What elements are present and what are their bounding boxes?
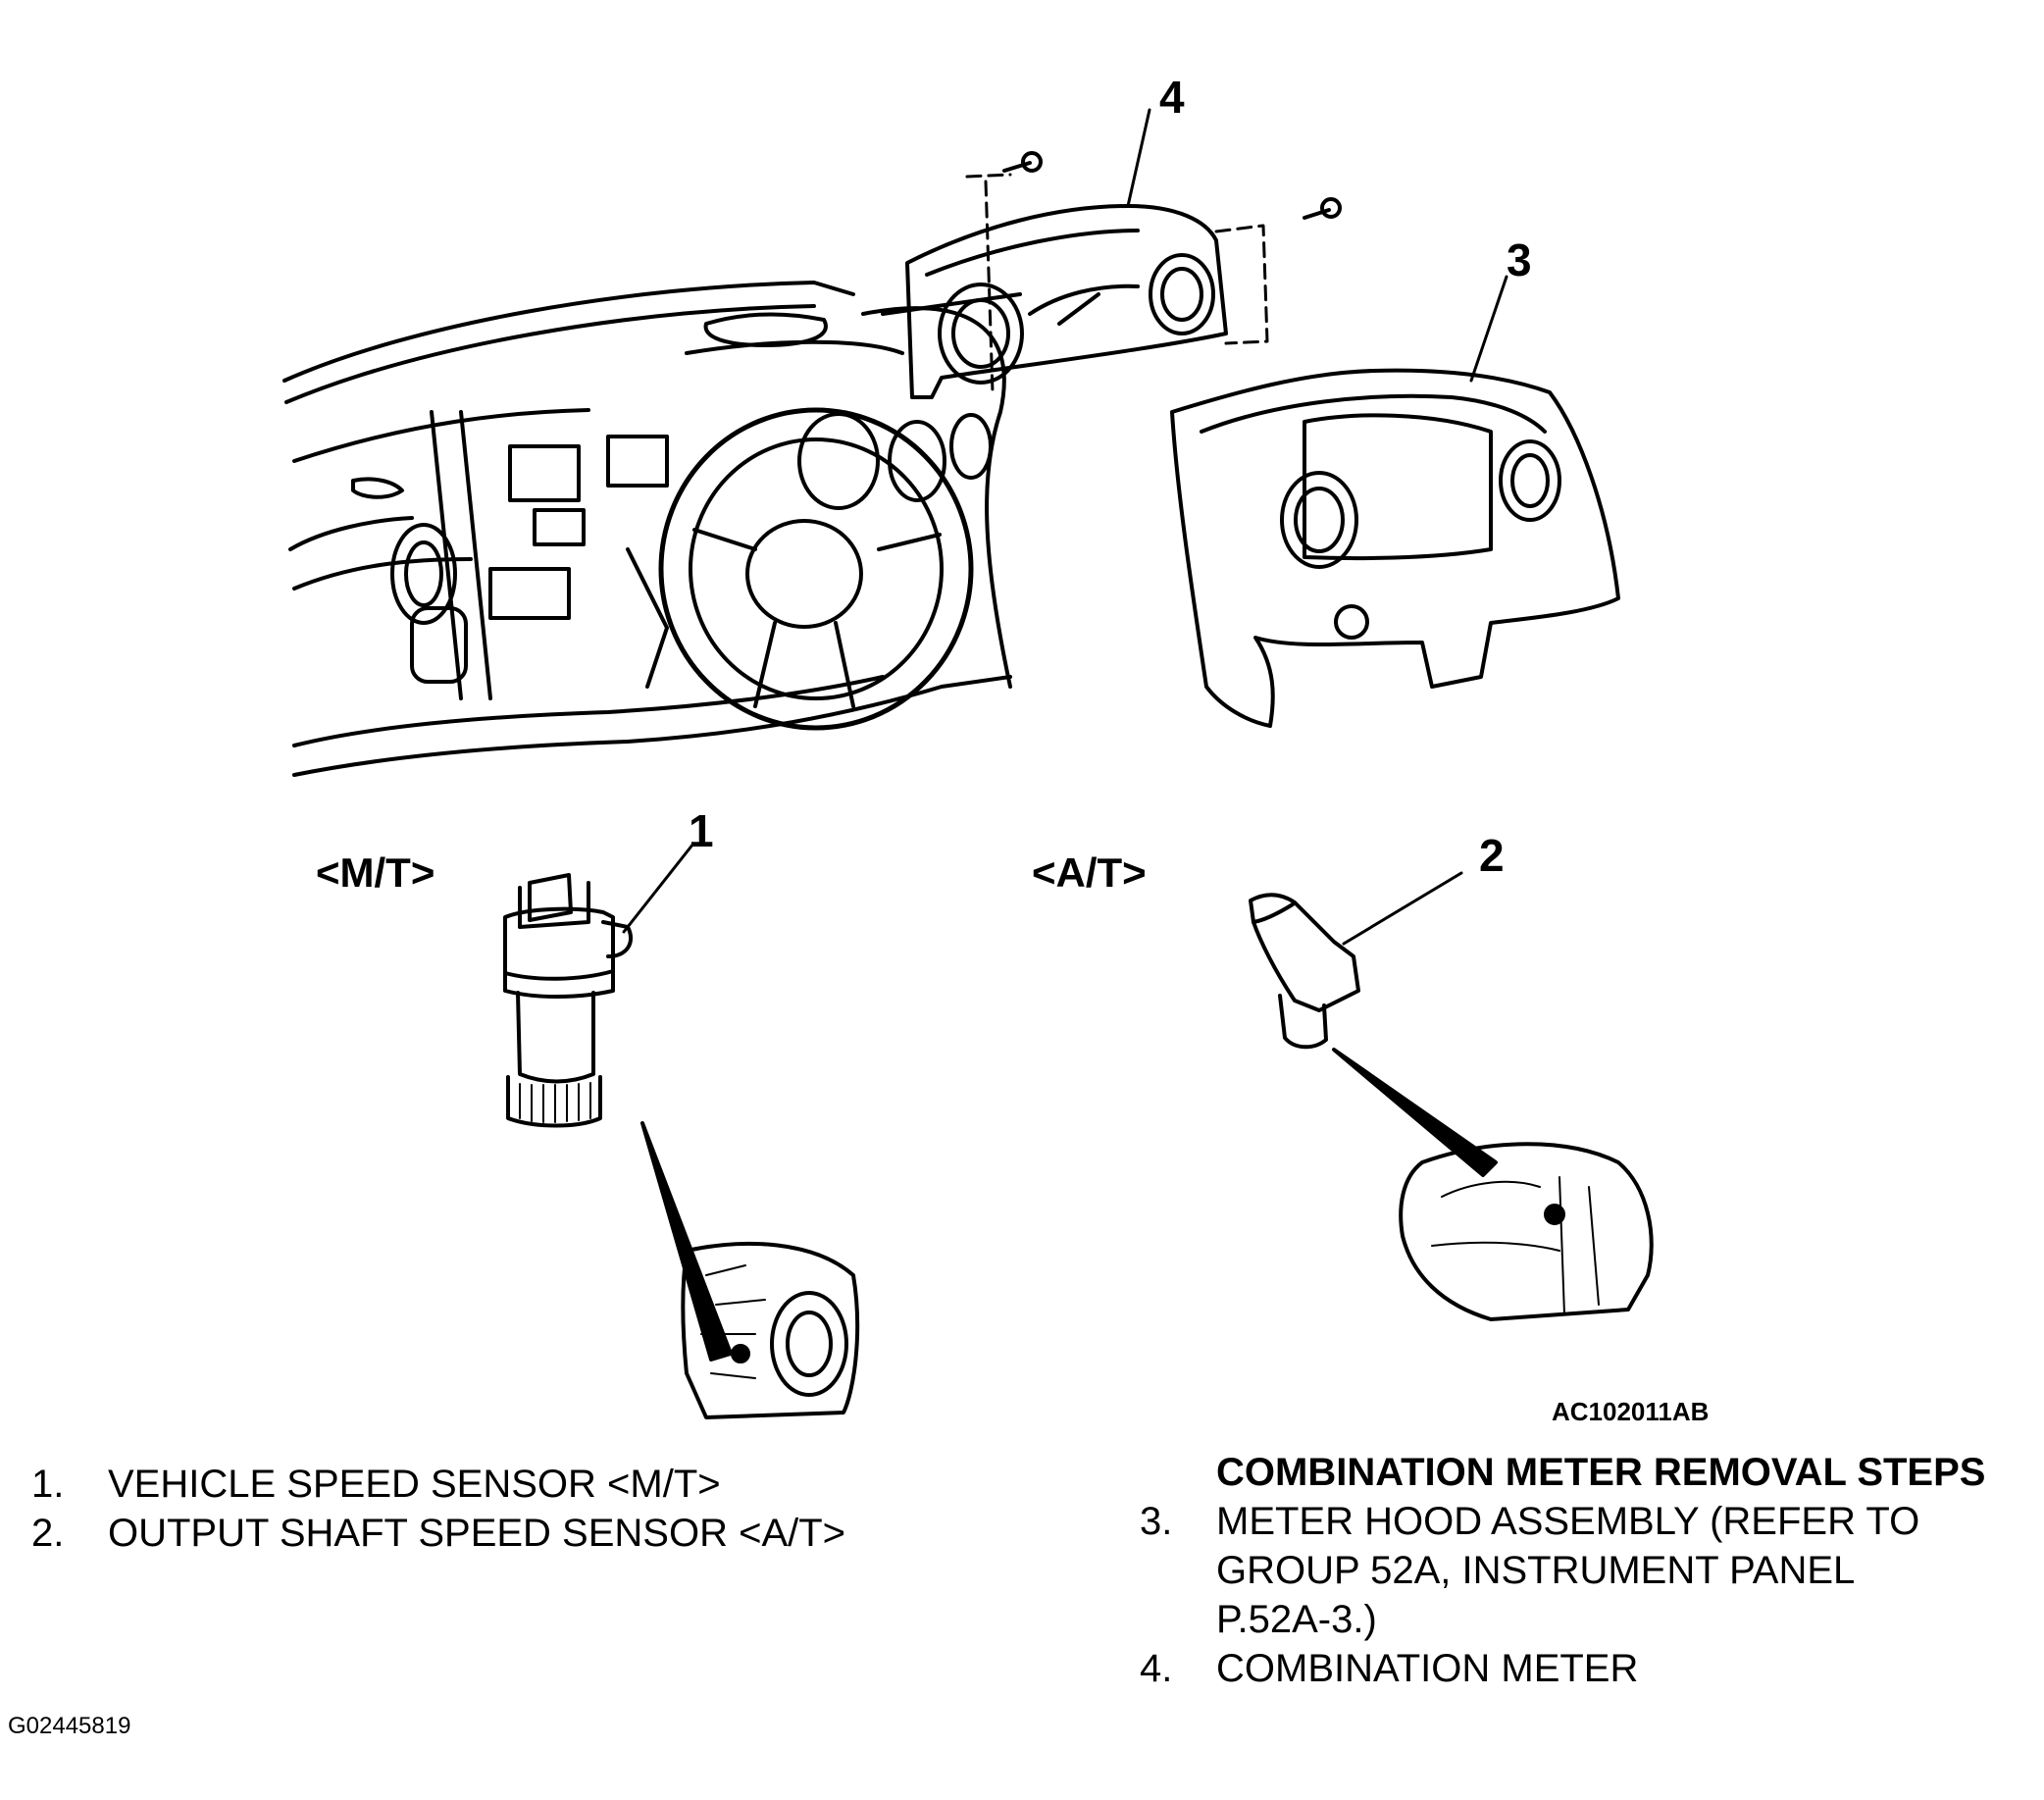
vehicle-speed-sensor-drawing	[503, 873, 860, 1419]
callout-1: 1	[689, 805, 714, 856]
legend-item-3-continuation: P.52A-3.)	[1216, 1598, 1377, 1641]
document-id: G02445819	[8, 1713, 131, 1739]
legend-item-number: 1.	[31, 1463, 65, 1506]
legend-item-number: 3.	[1140, 1500, 1173, 1543]
legend-item-text: VEHICLE SPEED SENSOR <M/T>	[108, 1463, 721, 1506]
callout-2: 2	[1479, 830, 1505, 881]
removal-steps-heading: COMBINATION METER REMOVAL STEPS	[1216, 1451, 1986, 1494]
legend-item-number: 4.	[1140, 1647, 1173, 1690]
legend-item-text: COMBINATION METER	[1216, 1647, 1639, 1690]
legend-item-2: 2. OUTPUT SHAFT SPEED SENSOR <A/T>	[31, 1509, 845, 1558]
dashboard-drawing	[282, 281, 1022, 777]
legend-item-text: OUTPUT SHAFT SPEED SENSOR <A/T>	[108, 1512, 846, 1555]
legend-item-1: 1. VEHICLE SPEED SENSOR <M/T>	[31, 1460, 845, 1509]
legend-item-3: 3. METER HOOD ASSEMBLY (REFER TO	[1140, 1497, 1985, 1546]
meter-hood-drawing	[1170, 368, 1620, 728]
callout-3: 3	[1507, 234, 1532, 285]
variant-label-mt: <M/T>	[316, 849, 435, 896]
legend-item-3-continuation: GROUP 52A, INSTRUMENT PANEL	[1216, 1549, 1856, 1592]
combination-meter-drawing	[905, 151, 1342, 399]
legend-left: 1. VEHICLE SPEED SENSOR <M/T> 2. OUTPUT …	[31, 1460, 845, 1558]
legend-item-text: METER HOOD ASSEMBLY (REFER TO	[1216, 1500, 1920, 1543]
leader-lines	[622, 108, 1508, 946]
variant-label-at: <A/T>	[1032, 849, 1147, 896]
figure-code: AC102011AB	[1552, 1397, 1710, 1426]
output-shaft-speed-sensor-drawing	[1249, 893, 1654, 1321]
callout-4: 4	[1159, 72, 1185, 123]
legend-item-number: 2.	[31, 1512, 65, 1555]
legend-item-4: 4. COMBINATION METER	[1140, 1644, 1985, 1693]
legend-right: COMBINATION METER REMOVAL STEPS 3. METER…	[1140, 1448, 1985, 1693]
